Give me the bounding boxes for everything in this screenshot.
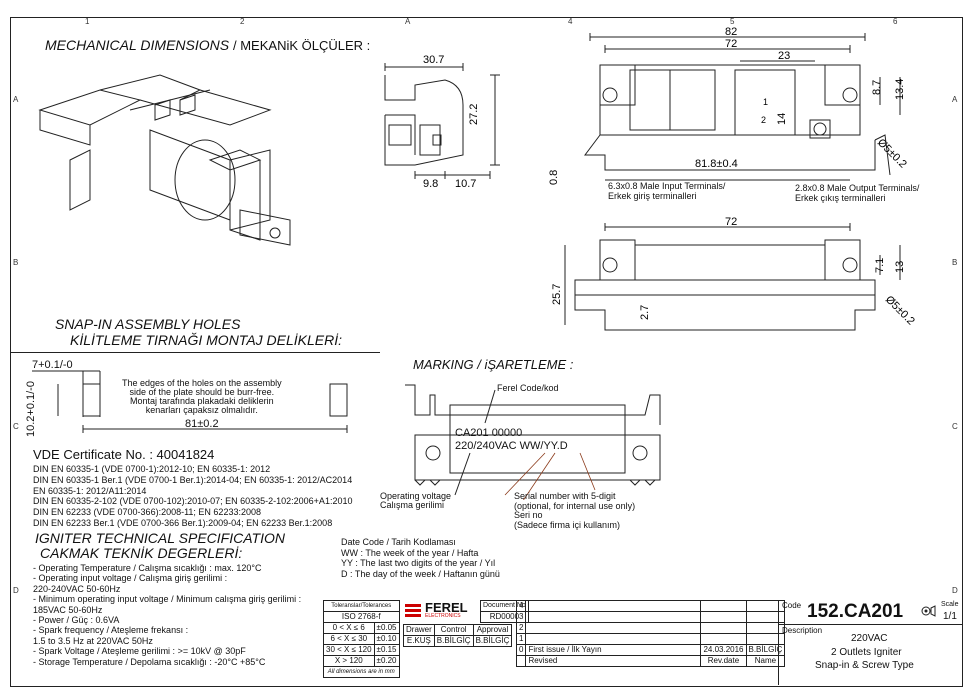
description-line2: 2 Outlets Igniter	[831, 647, 902, 658]
description-label: Description	[782, 626, 823, 635]
zone-label: D	[952, 586, 958, 595]
zone-label: A	[405, 17, 411, 26]
output-terminals-label: 2.8x0.8 Male Output Terminals/ Erkek çık…	[795, 183, 920, 203]
side-view: 30.7 27.2 9.8 10.7	[384, 55, 500, 190]
scale-value: 1/1	[943, 611, 957, 622]
code-block: Code 152.CA201 Scale 1/1 Description 220…	[778, 600, 962, 685]
zone-label: A	[952, 95, 958, 104]
snap-dim-height: 10.2+0.1/-0	[25, 381, 37, 437]
input-terminals-label: 6.3x0.8 Male Input Terminals/ Erkek giri…	[608, 181, 726, 201]
dim-72: 72	[725, 38, 737, 50]
scale-label: Scale	[941, 601, 959, 608]
snap-dim-width: 7+0.1/-0	[32, 359, 73, 371]
dim-side-a: 9.8	[423, 178, 438, 190]
zone-label: 4	[568, 17, 573, 26]
zone-label: D	[13, 586, 19, 595]
ferel-logo-icon	[405, 604, 421, 617]
zone-label: 6	[893, 17, 898, 26]
spec-title: IGNITER TECHNICAL SPECIFICATION	[35, 530, 285, 546]
zone-label: A	[13, 95, 19, 104]
zone-label: 5	[730, 17, 735, 26]
marking-op-voltage: Operating voltage Calışma gerilimi	[380, 491, 452, 510]
zone-label: B	[13, 258, 19, 267]
zone-label: 2	[240, 17, 245, 26]
marking-date-code: Date Code / Tarih Kodlaması WW : The wee…	[341, 537, 500, 579]
dim-14: 14	[776, 113, 788, 125]
marking-line2: 220/240VAC WW/YY.D	[455, 440, 568, 452]
zone-label: C	[13, 422, 19, 431]
dim-2-7: 2.7	[639, 305, 651, 320]
bottom-view: 72 7.1 13 25.7 2.7 Ø5±0.2	[551, 216, 917, 331]
divider	[10, 352, 380, 353]
snap-holes-drawing	[32, 370, 348, 433]
marking-title: MARKING / iŞARETLEME :	[413, 357, 574, 372]
top-view: 82 72 23 8.7 13.4 14 1 2 81.8±0.4 Ø5±0.2…	[548, 26, 909, 185]
spec-title-tr: CAKMAK TEKNİK DEGERLERİ:	[40, 545, 243, 561]
isometric-view	[38, 74, 291, 246]
dim-23: 23	[778, 50, 790, 62]
snap-title-tr: KİLİTLEME TIRNAĞI MONTAJ DELİKLERİ:	[70, 332, 343, 348]
marking-serial: Serial number with 5-digit (optional, fo…	[514, 491, 636, 530]
dim-25-7: 25.7	[551, 284, 563, 305]
zone-label: 1	[85, 17, 90, 26]
marking-drawing	[405, 384, 661, 500]
snap-title: SNAP-IN ASSEMBLY HOLES	[55, 316, 241, 332]
mech-title: MECHANICAL DIMENSIONS / MEKANiK ÖLÇÜLER …	[45, 37, 371, 53]
dim-82: 82	[725, 26, 737, 38]
dim-13-4: 13.4	[894, 79, 906, 100]
terminal-2: 2	[761, 115, 766, 125]
dim-13: 13	[894, 261, 906, 273]
dim-side-b: 10.7	[455, 178, 476, 190]
vde-standards: DIN EN 60335-1 (VDE 0700-1):2012-10; EN …	[33, 464, 353, 528]
tolerance-table: Toleranslar/Tolerances ISO 2768-f 0 < X …	[323, 600, 400, 678]
vde-title: VDE Certificate No. : 40041824	[33, 447, 215, 462]
terminal-1: 1	[763, 97, 768, 107]
spec-list: - Operating Temperature / Calışma sıcakl…	[33, 563, 302, 667]
dim-bottom-72: 72	[725, 216, 737, 228]
ferel-logo: FEREL ELECTRONICS	[405, 600, 480, 622]
projection-icon	[921, 605, 936, 617]
description-line3: Snap-in & Screw Type	[815, 660, 914, 671]
zone-label: C	[952, 422, 958, 431]
dim-81-8: 81.8±0.4	[695, 158, 738, 170]
dim-side-height: 27.2	[468, 104, 480, 125]
marking-ferel-code: Ferel Code/kod	[497, 383, 559, 393]
description-line1: 220VAC	[851, 633, 888, 644]
dim-8-7: 8.7	[871, 80, 883, 95]
dim-side-width: 30.7	[423, 55, 444, 66]
snap-dim-spacing: 81±0.2	[185, 418, 219, 430]
code-label: Code	[782, 601, 802, 610]
dim-hole-bottom: Ø5±0.2	[883, 294, 917, 328]
dim-hole-top: Ø5±0.2	[875, 137, 909, 171]
marking-line1: CA201 00000	[455, 427, 523, 439]
code-value: 152.CA201	[807, 601, 904, 622]
snap-note: The edges of the holes on the assembly s…	[122, 378, 282, 415]
dim-0-8: 0.8	[548, 170, 560, 185]
dim-7-1: 7.1	[874, 258, 886, 273]
zone-label: B	[952, 258, 958, 267]
